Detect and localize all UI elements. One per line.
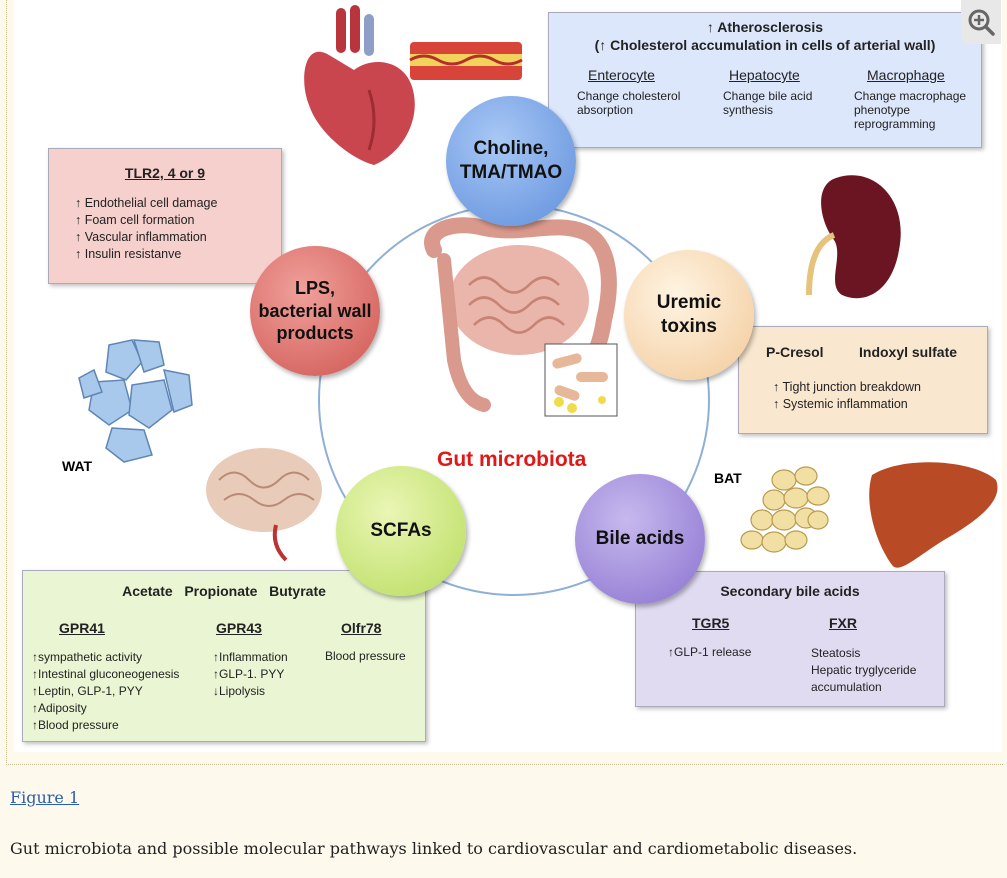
- gpr41-heading: GPR41: [59, 620, 105, 636]
- atherosclerosis-title: ↑ Atherosclerosis: [706, 19, 824, 35]
- brain-illustration: [206, 448, 322, 562]
- uremic-toxins-node: Uremic toxins: [624, 250, 754, 380]
- fxr-text: Steatosis Hepatic tryglyceride accumulat…: [811, 646, 917, 694]
- gpr43-text: ↑Inflammation ↑GLP-1. PYY ↓Lipolysis: [213, 650, 288, 698]
- enterocyte-text: Change cholesterol absorption: [577, 89, 681, 117]
- gpr43-heading: GPR43: [216, 620, 262, 636]
- figure-link[interactable]: Figure 1: [10, 788, 80, 807]
- tlr-items: ↑ Endothelial cell damage ↑ Foam cell fo…: [75, 196, 218, 261]
- indoxyl-sulfate-heading: Indoxyl sulfate: [859, 344, 958, 360]
- lps-node: LPS, bacterial wall products: [250, 246, 380, 376]
- figure-panel: ↑ Atherosclerosis (↑ Cholesterol accumul…: [14, 0, 1002, 752]
- enterocyte-heading: Enterocyte: [588, 67, 655, 83]
- figure-caption: Gut microbiota and possible molecular pa…: [10, 839, 858, 858]
- tgr5-heading: TGR5: [692, 615, 730, 631]
- figure-frame: [6, 0, 1003, 765]
- artery-illustration: [409, 42, 523, 80]
- tlr-heading: TLR2, 4 or 9: [124, 165, 206, 181]
- kidney-illustration: [806, 175, 901, 299]
- scfa-box: Acetate Propionate Butyrate GPR41 ↑sympa…: [22, 570, 426, 742]
- bile-acids-node: Bile acids: [575, 474, 705, 604]
- atherosclerosis-box: ↑ Atherosclerosis (↑ Cholesterol accumul…: [548, 12, 982, 148]
- tgr5-text: ↑GLP-1 release: [668, 645, 752, 659]
- scfas-node: SCFAs: [336, 466, 466, 596]
- gpr41-text: ↑sympathetic activity ↑Intestinal glucon…: [32, 650, 180, 732]
- liver-illustration: [869, 462, 998, 568]
- choline-node: Choline, TMA/TMAO: [446, 96, 576, 226]
- macrophage-text: Change macrophage phenotype reprogrammin…: [854, 89, 967, 131]
- white-adipose-illustration: [78, 339, 193, 463]
- fxr-heading: FXR: [829, 615, 857, 631]
- hepatocyte-text: Change bile acid synthesis: [723, 89, 813, 117]
- atherosclerosis-subtitle: (↑ Cholesterol accumulation in cells of …: [594, 37, 936, 53]
- tlr-box: TLR2, 4 or 9 ↑ Endothelial cell damage ↑…: [48, 148, 282, 284]
- p-cresol-heading: P-Cresol: [766, 344, 824, 360]
- wat-label: WAT: [62, 458, 93, 474]
- uremic-items: ↑ Tight junction breakdown ↑ Systemic in…: [773, 380, 922, 411]
- zoom-button[interactable]: [961, 0, 1001, 44]
- pathway-ring: [78, 5, 998, 596]
- bat-label: BAT: [714, 470, 742, 486]
- olfr78-text: Blood pressure: [325, 649, 406, 663]
- zoom-in-icon: [968, 9, 995, 36]
- bile-acids-box: Secondary bile acids TGR5 ↑GLP-1 release…: [635, 571, 945, 707]
- olfr78-heading: Olfr78: [341, 620, 382, 636]
- macrophage-heading: Macrophage: [867, 67, 945, 83]
- hepatocyte-heading: Hepatocyte: [729, 67, 800, 83]
- uremic-box: P-Cresol Indoxyl sulfate ↑ Tight junctio…: [738, 326, 988, 434]
- intestine-illustration: [424, 217, 618, 417]
- gut-microbiota-label: Gut microbiota: [437, 448, 587, 471]
- heart-illustration: [304, 5, 415, 166]
- scfa-title: Acetate Propionate Butyrate: [122, 583, 326, 599]
- brown-adipose-illustration: [740, 466, 830, 553]
- secondary-bile-acids-title: Secondary bile acids: [720, 583, 860, 599]
